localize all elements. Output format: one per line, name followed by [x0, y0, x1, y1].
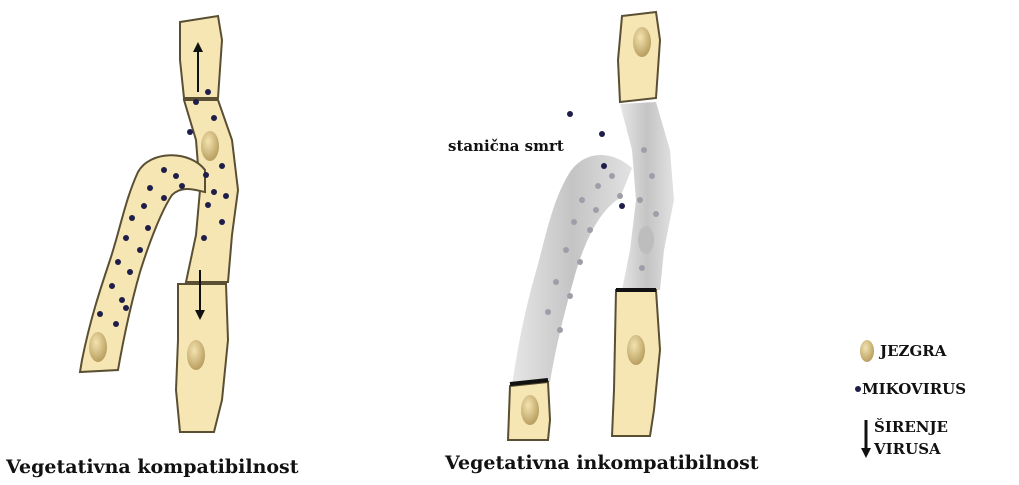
legend-nucleus-label: JEZGRA	[880, 342, 946, 360]
caption-compatibility: Vegetativna kompatibilnost	[6, 456, 299, 478]
dead-segment	[620, 102, 674, 290]
caption-incompatibility: Vegetativna inkompatibilnost	[445, 452, 759, 474]
legend-nucleus-icon	[860, 340, 874, 362]
hypha-segment-top	[180, 16, 222, 98]
nucleus	[89, 332, 107, 362]
nucleus	[521, 395, 539, 425]
legend-virus-icon	[855, 386, 861, 392]
legend-spread-label-2: VIRUSA	[874, 440, 941, 458]
incompatible-hyphae	[508, 12, 674, 440]
nucleus	[633, 27, 651, 57]
cell-death-label: stanična smrt	[448, 137, 564, 155]
hypha-segment-middle	[184, 100, 238, 282]
hypha-segment-top	[618, 12, 660, 102]
nucleus	[627, 335, 645, 365]
compatible-hyphae	[80, 16, 238, 432]
legend-arrow-icon	[861, 420, 871, 458]
nucleus-faded	[638, 226, 654, 254]
legend-virus-label: MIKOVIRUS	[862, 380, 966, 398]
nucleus	[201, 131, 219, 161]
legend-spread-label-1: ŠIRENJE	[874, 418, 948, 436]
nucleus	[187, 340, 205, 370]
